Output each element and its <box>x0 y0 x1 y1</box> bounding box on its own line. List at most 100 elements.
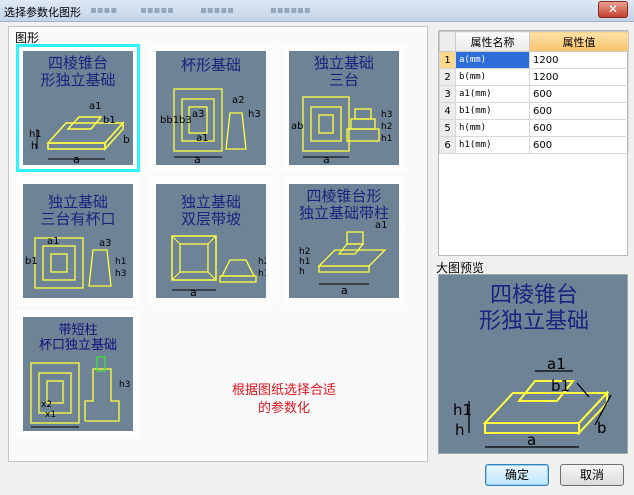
svg-text:a1: a1 <box>196 133 209 144</box>
figures-group: 图形 四棱锥台 形独立基础 a h1 h b a1 b1 <box>8 26 428 462</box>
pyramid-footing-with-column-drawing: a h2 h1 h a1 <box>299 220 388 297</box>
cup-footing-drawing: a bb1b3 a3 a1 h3 a2 <box>160 88 261 165</box>
property-name-cell[interactable]: b1(mm) <box>455 102 530 120</box>
window-title: 选择参数化图形 <box>4 6 81 19</box>
ok-button[interactable]: 确定 <box>485 464 549 486</box>
property-value-cell[interactable]: 600 <box>529 85 629 103</box>
svg-text:h3: h3 <box>115 269 126 279</box>
preview-label: 大图预览 <box>436 261 485 275</box>
figure-thumbnail: 四棱锥台形 独立基础带柱 a h2 h1 h a1 <box>289 184 399 298</box>
svg-text:b1: b1 <box>103 115 116 126</box>
double-slope-footing-drawing: a h2 h1 <box>171 235 266 298</box>
three-step-footing-drawing: a ab h3 h2 h1 <box>291 96 392 165</box>
property-row[interactable]: 1 a(mm) 1200 <box>439 51 629 69</box>
svg-text:h1: h1 <box>115 257 126 267</box>
row-index: 3 <box>439 85 456 103</box>
row-index: 5 <box>439 119 456 137</box>
figure-thumbnail: 独立基础 三台 a ab h3 h2 h1 <box>289 51 399 165</box>
property-table: 属性名称 属性值 1 a(mm) 1200 2 b(mm) 1200 3 a1(… <box>438 30 629 256</box>
property-row[interactable]: 2 b(mm) 1200 <box>439 68 629 86</box>
svg-text:ab: ab <box>291 121 303 132</box>
figure-caption-line: 独立基础 <box>180 193 241 211</box>
svg-text:h2: h2 <box>299 247 310 257</box>
svg-text:h3: h3 <box>248 109 261 120</box>
property-value-cell[interactable]: 600 <box>529 102 629 120</box>
property-name-cell[interactable]: h1(mm) <box>455 136 530 154</box>
svg-text:a: a <box>323 153 330 165</box>
svg-text:a3: a3 <box>192 109 205 120</box>
svg-text:h2: h2 <box>381 122 392 132</box>
svg-text:h: h <box>299 267 305 277</box>
preview-dim-b: b <box>597 419 607 437</box>
row-index: 4 <box>439 102 456 120</box>
short-column-cup-footing-drawing: x2 x1 h3 <box>30 356 130 428</box>
svg-text:a2: a2 <box>232 95 245 106</box>
svg-text:h: h <box>31 141 37 152</box>
large-preview: 四棱锥台 形独立基础 a1 b1 h1 h a b <box>438 274 628 454</box>
figure-caption-line: 双层带坡 <box>180 210 241 228</box>
figure-tile-short-column-cup-footing[interactable]: 带短柱 杯口独立基础 x2 x1 h3 <box>16 310 140 438</box>
figure-tile-pyramid-footing[interactable]: 四棱锥台 形独立基础 a h1 h b a1 b1 <box>16 44 140 172</box>
svg-text:a1: a1 <box>375 220 388 231</box>
property-value-header: 属性值 <box>529 31 629 52</box>
svg-text:h1: h1 <box>29 129 42 140</box>
row-number-header <box>439 31 456 52</box>
figure-tile-three-step-cup-footing[interactable]: 独立基础 三台有杯口 a1 b1 h1 h3 a3 <box>16 177 140 305</box>
background-ghost-text: ▪▪▪▪▪▪ <box>270 5 311 16</box>
svg-text:x2: x2 <box>41 400 52 410</box>
svg-text:h3: h3 <box>119 380 130 390</box>
figure-caption-line: 杯口独立基础 <box>38 338 117 353</box>
figure-tile-double-slope-footing[interactable]: 独立基础 双层带坡 a h2 h1 <box>149 177 273 305</box>
preview-dim-h: h <box>455 421 465 439</box>
figure-tile-pyramid-footing-with-column[interactable]: 四棱锥台形 独立基础带柱 a h2 h1 h a1 <box>282 177 406 305</box>
figure-caption-line: 独立基础带柱 <box>298 204 389 222</box>
figure-caption-line: 独立基础 <box>47 193 108 211</box>
cancel-button[interactable]: 取消 <box>560 464 624 486</box>
property-row[interactable]: 3 a1(mm) 600 <box>439 85 629 103</box>
property-value-cell[interactable]: 600 <box>529 119 629 137</box>
preview-dim-b1: b1 <box>551 377 570 395</box>
figure-caption-line: 形独立基础 <box>40 71 116 89</box>
preview-caption-line: 形独立基础 <box>478 309 589 334</box>
figure-caption-line: 带短柱 <box>58 323 98 338</box>
svg-text:b: b <box>123 133 130 146</box>
svg-text:a1: a1 <box>89 101 102 112</box>
preview-dim-a: a <box>527 431 536 449</box>
property-grid: 属性名称 属性值 1 a(mm) 1200 2 b(mm) 1200 3 a1(… <box>439 31 629 154</box>
svg-text:a1: a1 <box>47 236 60 247</box>
background-ghost-text: ▪▪▪▪▪ <box>200 5 234 16</box>
svg-text:h1: h1 <box>258 269 266 279</box>
property-name-cell[interactable]: h(mm) <box>455 119 530 137</box>
row-index: 2 <box>439 68 456 86</box>
svg-text:a3: a3 <box>99 238 112 249</box>
svg-text:b1: b1 <box>25 256 38 267</box>
three-step-cup-footing-drawing: a1 b1 h1 h3 a3 <box>25 236 126 289</box>
figure-caption-line: 三台有杯口 <box>40 210 116 228</box>
property-value-cell[interactable]: 1200 <box>529 51 629 69</box>
svg-text:h3: h3 <box>381 110 392 120</box>
property-value-cell[interactable]: 600 <box>529 136 629 154</box>
property-value-cell[interactable]: 1200 <box>529 68 629 86</box>
figure-tile-three-step-footing[interactable]: 独立基础 三台 a ab h3 h2 h1 <box>282 44 406 172</box>
svg-text:a: a <box>194 153 201 165</box>
selection-hint: 根据图纸选择合适的参数化 <box>231 383 336 416</box>
figure-thumbnail: 独立基础 三台有杯口 a1 b1 h1 h3 a3 <box>23 184 133 298</box>
property-row[interactable]: 5 h(mm) 600 <box>439 119 629 137</box>
property-row[interactable]: 4 b1(mm) 600 <box>439 102 629 120</box>
property-name-cell[interactable]: b(mm) <box>455 68 530 86</box>
row-index: 6 <box>439 136 456 154</box>
figure-tile-cup-footing[interactable]: 杯形基础 a bb1b3 a3 a1 h3 a2 <box>149 44 273 172</box>
background-ghost-text: ▪▪▪▪▪ <box>140 5 174 16</box>
property-row[interactable]: 6 h1(mm) 600 <box>439 136 629 154</box>
dialog-client: 图形 四棱锥台 形独立基础 a h1 h b a1 b1 <box>0 22 634 495</box>
figure-caption-line: 独立基础 <box>313 54 374 72</box>
close-button[interactable]: ✕ <box>598 1 628 18</box>
figure-caption-line: 杯形基础 <box>180 56 241 74</box>
svg-text:bb1b3: bb1b3 <box>160 115 192 126</box>
svg-text:a: a <box>190 286 197 298</box>
preview-drawing: a1 b1 h1 h a b <box>453 355 612 449</box>
property-name-header: 属性名称 <box>455 31 530 52</box>
row-index: 1 <box>439 51 456 69</box>
property-name-cell[interactable]: a1(mm) <box>455 85 530 103</box>
property-name-cell[interactable]: a(mm) <box>455 51 530 69</box>
